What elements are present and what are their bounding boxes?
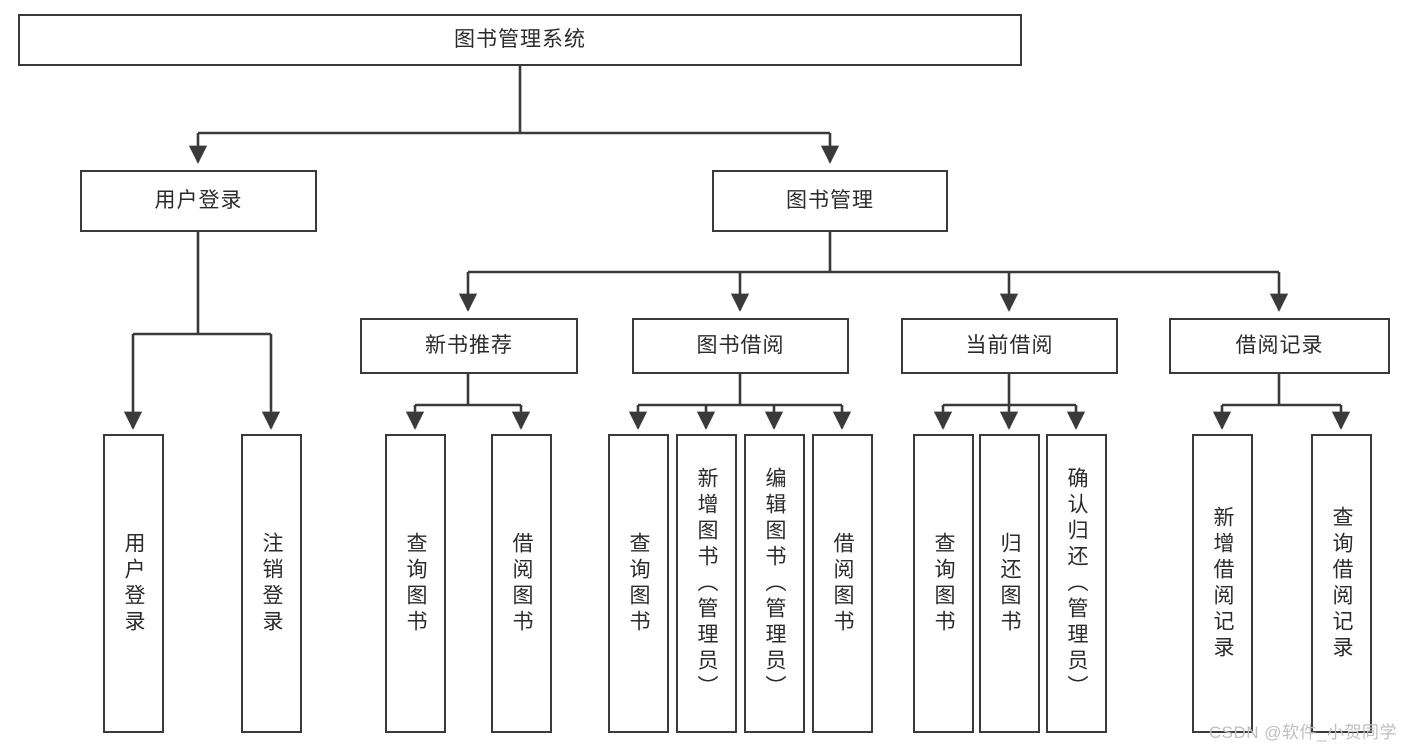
leaf-newbook-borrow-book[interactable]: 借阅图书 <box>491 434 552 733</box>
node-user-login[interactable]: 用户登录 <box>80 170 317 232</box>
node-book-management[interactable]: 图书管理 <box>712 170 948 232</box>
leaf-borrow-borrow-book[interactable]: 借阅图书 <box>812 434 873 733</box>
node-label: 借阅图书 <box>510 531 534 636</box>
node-label: 图书管理系统 <box>454 28 586 52</box>
csdn-watermark: CSDN @软件_小贺同学 <box>1208 723 1397 742</box>
leaf-current-return-book[interactable]: 归还图书 <box>979 434 1040 733</box>
node-label: 查询借阅记录 <box>1330 505 1354 662</box>
leaf-borrow-query-book[interactable]: 查询图书 <box>608 434 669 733</box>
node-label: 用户登录 <box>154 189 243 213</box>
leaf-record-add-record[interactable]: 新增借阅记录 <box>1192 434 1253 733</box>
node-label: 借阅记录 <box>1235 334 1324 358</box>
leaf-newbook-query-book[interactable]: 查询图书 <box>385 434 446 733</box>
node-book-borrow[interactable]: 图书借阅 <box>632 318 849 374</box>
node-label: 查询图书 <box>404 531 428 636</box>
node-borrow-record[interactable]: 借阅记录 <box>1169 318 1390 374</box>
node-label: 用户登录 <box>122 531 146 636</box>
leaf-record-query-record[interactable]: 查询借阅记录 <box>1311 434 1372 733</box>
node-new-book-recommend[interactable]: 新书推荐 <box>360 318 578 374</box>
node-label: 查询图书 <box>627 531 651 636</box>
leaf-borrow-add-book-admin[interactable]: 新增图书（管理员） <box>676 434 737 733</box>
node-root-system[interactable]: 图书管理系统 <box>18 14 1022 66</box>
leaf-user-logout[interactable]: 注销登录 <box>241 434 302 733</box>
node-label: 新书推荐 <box>425 334 513 358</box>
node-label: 新增图书（管理员） <box>695 466 719 701</box>
node-label: 当前借阅 <box>965 334 1054 358</box>
node-label: 查询图书 <box>932 531 956 636</box>
node-current-borrow[interactable]: 当前借阅 <box>901 318 1118 374</box>
node-label: 归还图书 <box>998 531 1022 636</box>
node-label: 借阅图书 <box>831 531 855 636</box>
leaf-user-login[interactable]: 用户登录 <box>103 434 164 733</box>
node-label: 新增借阅记录 <box>1211 505 1235 662</box>
node-label: 确认归还（管理员） <box>1065 466 1089 701</box>
node-label: 注销登录 <box>260 531 284 636</box>
leaf-borrow-edit-book-admin[interactable]: 编辑图书（管理员） <box>744 434 805 733</box>
leaf-current-confirm-return-admin[interactable]: 确认归还（管理员） <box>1046 434 1107 733</box>
node-label: 编辑图书（管理员） <box>763 466 787 701</box>
node-label: 图书管理 <box>786 189 874 213</box>
leaf-current-query-book[interactable]: 查询图书 <box>913 434 974 733</box>
node-label: 图书借阅 <box>696 334 785 358</box>
